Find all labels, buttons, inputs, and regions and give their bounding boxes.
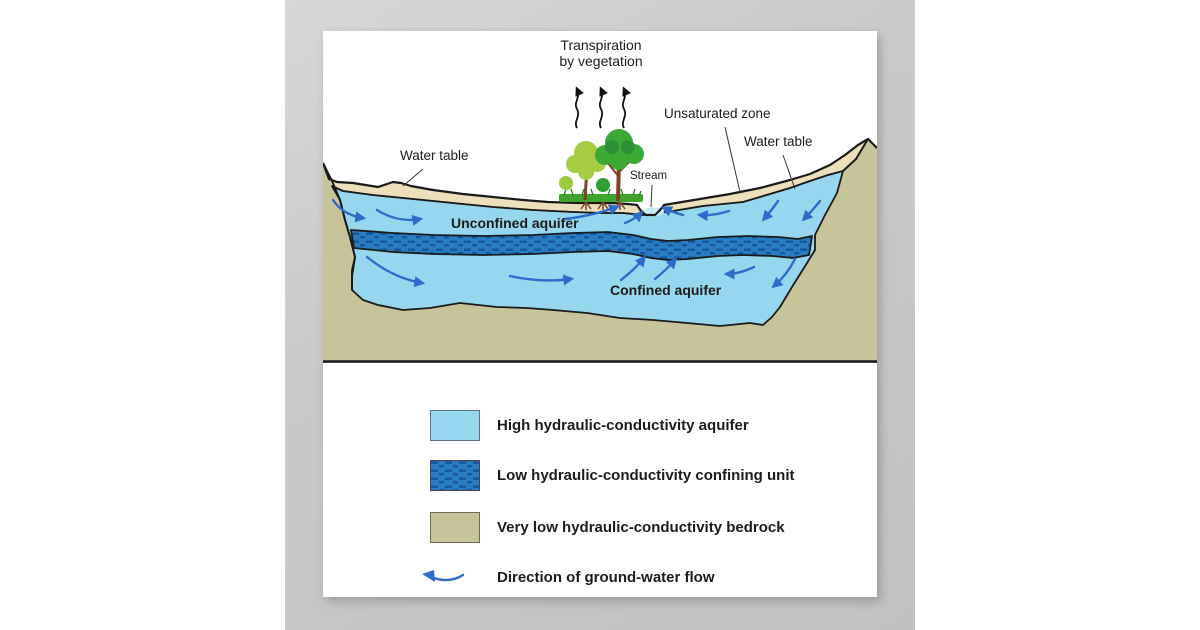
vegetation-group — [559, 129, 644, 210]
legend-swatch-confining-unit — [430, 460, 480, 491]
legend-row-confining-unit: Low hydraulic-conductivity confining uni… — [323, 460, 877, 491]
confining-unit-layer — [350, 229, 813, 261]
legend-row-aquifer: High hydraulic-conductivity aquifer — [323, 410, 877, 441]
stream-leader-line — [650, 184, 653, 208]
label-transpiration-line2: by vegetation — [559, 53, 643, 70]
legend-flow-arrow-icon — [422, 570, 465, 582]
label-water-table-right: Water table — [744, 134, 813, 149]
bush-left — [559, 176, 573, 190]
label-transpiration: Transpiration by vegetation — [501, 37, 701, 69]
unsaturated-zone-layer — [329, 139, 868, 215]
legend-label-bedrock: Very low hydraulic-conductivity bedrock — [497, 519, 785, 536]
water-table-right-leader-line — [782, 154, 796, 190]
legend-label-confining-unit: Low hydraulic-conductivity confining uni… — [497, 467, 795, 484]
transpiration-arrows — [574, 86, 631, 129]
unsaturated-zone-leader-line — [724, 126, 741, 193]
tree-right — [595, 129, 644, 202]
legend-label-aquifer: High hydraulic-conductivity aquifer — [497, 417, 749, 434]
legend-swatch-aquifer — [430, 410, 480, 441]
ground-surface-line — [323, 137, 877, 217]
label-transpiration-line1: Transpiration — [560, 37, 642, 53]
flow-arrows — [331, 198, 822, 289]
label-confined-aquifer: Confined aquifer — [610, 282, 722, 298]
label-unsaturated-zone: Unsaturated zone — [664, 106, 771, 121]
legend-swatch-bedrock — [430, 512, 480, 543]
water-table-left-leader-line — [402, 168, 424, 187]
bedrock-left-boundary — [323, 162, 357, 290]
legend-row-bedrock: Very low hydraulic-conductivity bedrock — [323, 512, 877, 543]
legend-row-flow-direction: Direction of ground-water flow — [323, 562, 877, 593]
bedrock-right-boundary — [842, 138, 869, 172]
aquifer-cross-section-drawing — [323, 86, 877, 363]
label-stream: Stream — [630, 170, 668, 182]
label-unconfined-aquifer: Unconfined aquifer — [451, 215, 579, 231]
tree-left — [566, 141, 606, 201]
legend: High hydraulic-conductivity aquifer — [323, 394, 877, 597]
water-table-line — [331, 170, 844, 216]
gray-backdrop: Transpiration by vegetation Unsaturated … — [285, 0, 915, 630]
leader-lines — [402, 126, 796, 208]
bush-center — [596, 178, 610, 192]
legend-label-flow-direction: Direction of ground-water flow — [497, 569, 715, 586]
label-water-table-left: Water table — [400, 148, 469, 163]
groundwater-poster: Transpiration by vegetation Unsaturated … — [323, 31, 877, 597]
